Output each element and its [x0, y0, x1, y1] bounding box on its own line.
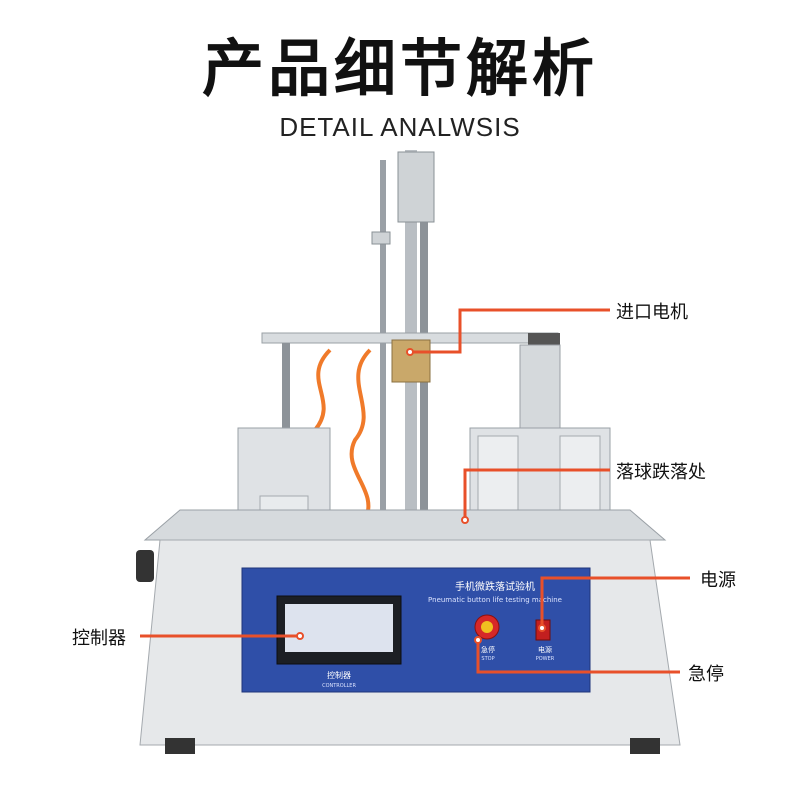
callout-motor: 进口电机: [616, 302, 688, 323]
sensor-bracket: [371, 231, 391, 245]
callout-line-stop: [476, 640, 680, 674]
controller-label-en: CONTROLLER: [322, 683, 356, 689]
foot-left: [165, 738, 195, 754]
power-label-en: POWER: [536, 656, 555, 662]
motor-block: [391, 339, 431, 383]
callout-dots: [296, 348, 546, 644]
page-title: 产品细节解析: [201, 32, 598, 105]
callout-controller: 控制器: [72, 628, 126, 649]
callout-power: 电源: [700, 570, 736, 591]
callout-line-motor: [410, 308, 610, 354]
panel-title-cn: 手机微跌落试验机: [455, 580, 535, 593]
side-knob: [136, 550, 154, 582]
callout-drop-zone: 落球跌落处: [616, 462, 706, 483]
controller-label-cn: 控制器: [327, 670, 351, 680]
power-label-cn: 电源: [538, 645, 552, 654]
callout-emergency-stop: 急停: [688, 664, 724, 685]
callout-lines: [140, 308, 690, 674]
arm-support-left: [282, 343, 290, 453]
page-subtitle: DETAIL ANALWSIS: [279, 112, 521, 142]
panel-title-en: Pneumatic button life testing machine: [428, 596, 562, 604]
base-top: [143, 509, 667, 541]
top-bracket: [397, 151, 435, 223]
guide-rod-left: [380, 160, 386, 540]
stop-label-cn: 急停: [481, 645, 495, 654]
callout-line-power: [540, 576, 690, 628]
foot-right: [630, 738, 660, 754]
controller-screen: [285, 604, 393, 652]
callout-line-drop: [463, 468, 610, 520]
stop-label-en: STOP: [481, 656, 494, 662]
pneumatic-tube-right: [349, 348, 372, 521]
